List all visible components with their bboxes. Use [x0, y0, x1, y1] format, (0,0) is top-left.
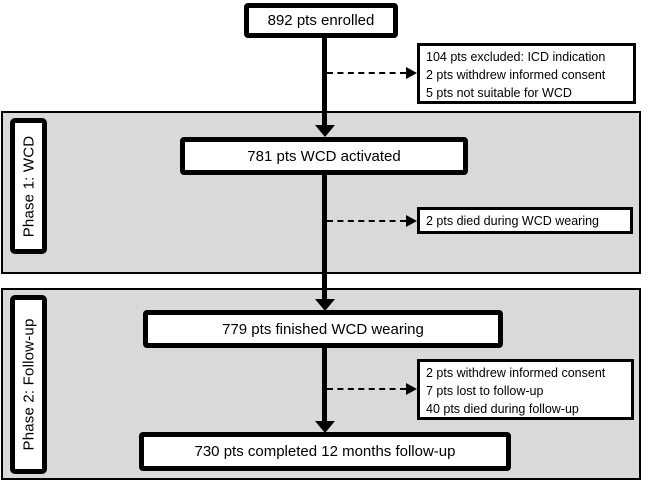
phase2-label: Phase 2: Follow-up: [20, 318, 38, 451]
right-arrowhead-icon: [406, 215, 417, 227]
exclusion-line: 5 pts not suitable for WCD: [426, 86, 572, 100]
flow-node-enrolled: 892 pts enrolled: [244, 3, 398, 38]
dashed-connector-died-wcd: [327, 220, 406, 222]
sidebox-followup-losses: 2 pts withdrew informed consent 7 pts lo…: [417, 359, 634, 420]
down-arrowhead-icon: [315, 125, 335, 137]
dashed-connector-losses: [327, 388, 406, 390]
connector-enrolled-to-activated: [322, 37, 327, 126]
loss-line: 40 pts died during follow-up: [426, 402, 579, 416]
right-arrowhead-icon: [406, 383, 417, 395]
sidebox-enrollment-exclusions: 104 pts excluded: ICD indication 2 pts w…: [417, 43, 636, 104]
connector-finished-to-completed: [322, 346, 327, 422]
phase1-label-box: Phase 1: WCD: [10, 118, 47, 254]
loss-line: 7 pts lost to follow-up: [426, 384, 544, 398]
phase1-label: Phase 1: WCD: [20, 135, 38, 237]
sidebox-died-during-wcd: 2 pts died during WCD wearing: [417, 207, 633, 234]
connector-activated-to-finished: [322, 173, 327, 300]
down-arrowhead-icon: [315, 421, 335, 433]
loss-line: 2 pts withdrew informed consent: [426, 366, 606, 380]
flow-node-followup-completed: 730 pts completed 12 months follow-up: [139, 432, 511, 471]
exclusion-line: 2 pts withdrew informed consent: [426, 68, 606, 82]
flow-node-wcd-activated: 781 pts WCD activated: [180, 137, 468, 175]
phase2-label-box: Phase 2: Follow-up: [10, 295, 47, 474]
dashed-connector-exclusions: [327, 72, 406, 74]
exclusion-line: 104 pts excluded: ICD indication: [426, 50, 606, 64]
right-arrowhead-icon: [406, 67, 417, 79]
down-arrowhead-icon: [315, 299, 335, 311]
flow-node-wcd-finished: 779 pts finished WCD wearing: [143, 310, 503, 348]
